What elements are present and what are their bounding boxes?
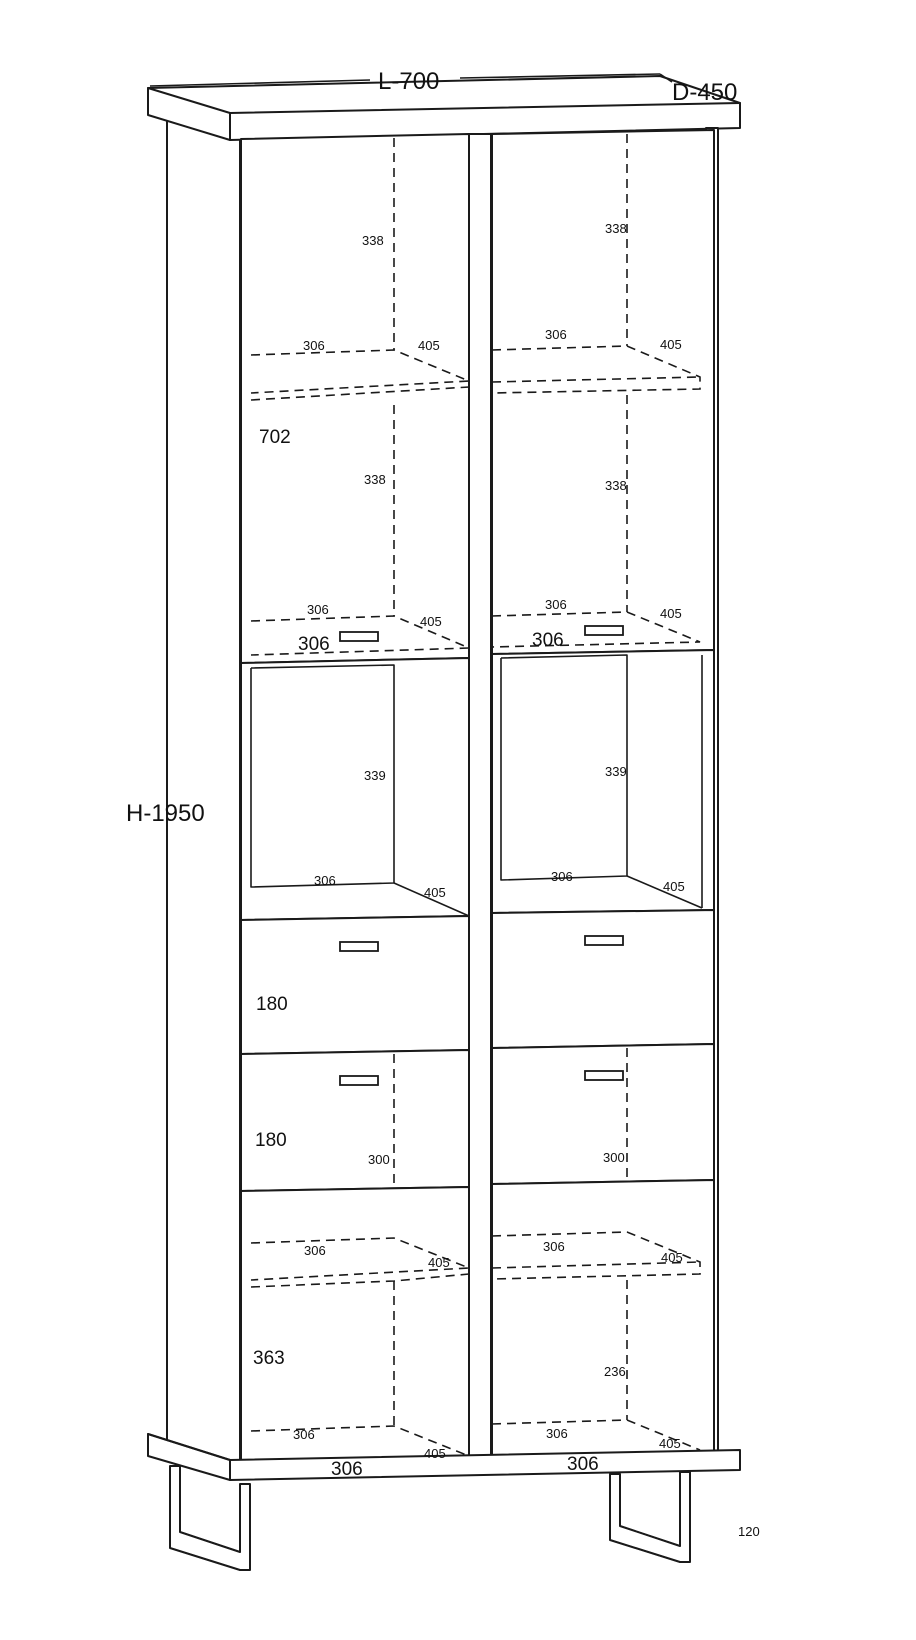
- right-cabinet-height-label: 300: [603, 1150, 625, 1165]
- right-upper-shelf-front: [491, 376, 701, 383]
- right-niche-floor: [626, 875, 703, 909]
- base-plinth-top-edge: [147, 1433, 231, 1461]
- left-drawer-1-handle[interactable]: [339, 941, 379, 952]
- overall-length-label: L-700: [378, 68, 439, 95]
- left-middle-shelf-outline: [250, 615, 470, 656]
- left-bottom-shelf-depth-label: 405: [424, 1446, 446, 1461]
- right-drawer-1-handle[interactable]: [584, 935, 624, 946]
- top-board-top-edge-right: [229, 102, 741, 114]
- right-sled-leg: [609, 1471, 691, 1563]
- right-lower-shelf-outline: [491, 1231, 701, 1280]
- left-upper-depth-label: 405: [418, 338, 440, 353]
- left-lower-shelf-width-label: 306: [304, 1243, 326, 1258]
- right-upper-shelf-outline: [491, 345, 701, 394]
- left-glass-door: [240, 133, 470, 664]
- right-bottom-shelf-width-label: 306: [546, 1426, 568, 1441]
- top-board-top-edge: [147, 87, 231, 114]
- left-sled-leg-bottom: [169, 1547, 241, 1571]
- left-upper-shelf-outline: [250, 349, 470, 394]
- right-middle-depth-label: 405: [660, 606, 682, 621]
- right-lower-shelf-front: [491, 1261, 701, 1269]
- left-lower-door-bottom-width-label: 306: [331, 1459, 363, 1480]
- left-niche-depth-label: 405: [424, 885, 446, 900]
- left-middle-height-label: 338: [364, 472, 386, 487]
- left-sled-leg: [169, 1465, 251, 1571]
- left-cabinet-height-label: 300: [368, 1152, 390, 1167]
- right-drawer-2-handle[interactable]: [584, 1070, 624, 1081]
- length-dimension-line-left: [149, 79, 371, 87]
- left-niche-width-label: 306: [314, 873, 336, 888]
- leg-height-label: 120: [738, 1524, 760, 1539]
- right-niche-width-label: 306: [551, 869, 573, 884]
- depth-dimension-line: [659, 73, 673, 83]
- left-middle-width-label: 306: [307, 602, 329, 617]
- left-sled-leg-inner: [179, 1531, 241, 1553]
- left-middle-depth-label: 405: [420, 614, 442, 629]
- right-open-niche: [491, 649, 715, 914]
- right-middle-width-label: 306: [545, 597, 567, 612]
- left-glass-door-handle[interactable]: [339, 631, 379, 642]
- right-drawer-1[interactable]: [491, 909, 715, 1049]
- right-bottom-shelf-depth-label: 405: [659, 1436, 681, 1451]
- right-niche-height-label: 339: [605, 764, 627, 779]
- left-glass-door-height-label: 702: [259, 427, 291, 448]
- right-lower-shelf-width-label: 306: [543, 1239, 565, 1254]
- right-lower-inner-height-label: 236: [604, 1364, 626, 1379]
- left-door-bottom-width-label: 306: [298, 634, 330, 655]
- left-drawer-1-height-label: 180: [256, 994, 288, 1015]
- left-upper-width-label: 306: [303, 338, 325, 353]
- left-upper-height-label: 338: [362, 233, 384, 248]
- left-drawer-2[interactable]: [240, 1049, 470, 1192]
- overall-height-label: H-1950: [126, 800, 205, 827]
- right-upper-depth-label: 405: [660, 337, 682, 352]
- right-upper-height-label: 338: [605, 221, 627, 236]
- left-drawer-1[interactable]: [240, 915, 470, 1055]
- left-drawer-2-height-label: 180: [255, 1130, 287, 1151]
- right-bottom-shelf-outline: [491, 1419, 701, 1451]
- length-dimension-line-right: [459, 73, 661, 79]
- left-lower-shelf-outline: [250, 1237, 470, 1281]
- left-side-panel: [166, 115, 241, 1471]
- left-lower-shelf-depth-label: 405: [428, 1255, 450, 1270]
- right-middle-height-label: 338: [605, 478, 627, 493]
- left-niche-height-label: 339: [364, 768, 386, 783]
- left-open-niche: [240, 657, 470, 921]
- right-upper-width-label: 306: [545, 327, 567, 342]
- right-door-bottom-width-label: 306: [532, 630, 564, 651]
- left-bottom-shelf-width-label: 306: [293, 1427, 315, 1442]
- central-divider: [468, 133, 492, 1471]
- right-sled-leg-inner: [619, 1525, 681, 1547]
- overall-depth-label: D-450: [672, 79, 737, 106]
- right-glass-door-handle[interactable]: [584, 625, 624, 636]
- right-middle-shelf-outline: [491, 611, 701, 648]
- right-sled-leg-bottom: [609, 1539, 681, 1563]
- left-niche-floor: [393, 882, 470, 917]
- right-lower-door-bottom-width-label: 306: [567, 1454, 599, 1475]
- right-glass-door: [491, 129, 715, 655]
- left-upper-shelf-front: [250, 381, 470, 401]
- left-bottom-shelf-outline: [250, 1425, 470, 1457]
- right-lower-door[interactable]: [491, 1179, 715, 1461]
- right-niche-depth-label: 405: [663, 879, 685, 894]
- left-drawer-2-handle[interactable]: [339, 1075, 379, 1086]
- left-lower-door[interactable]: [240, 1186, 470, 1467]
- left-lower-door-height-label: 363: [253, 1348, 285, 1369]
- right-lower-shelf-depth-label: 405: [661, 1250, 683, 1265]
